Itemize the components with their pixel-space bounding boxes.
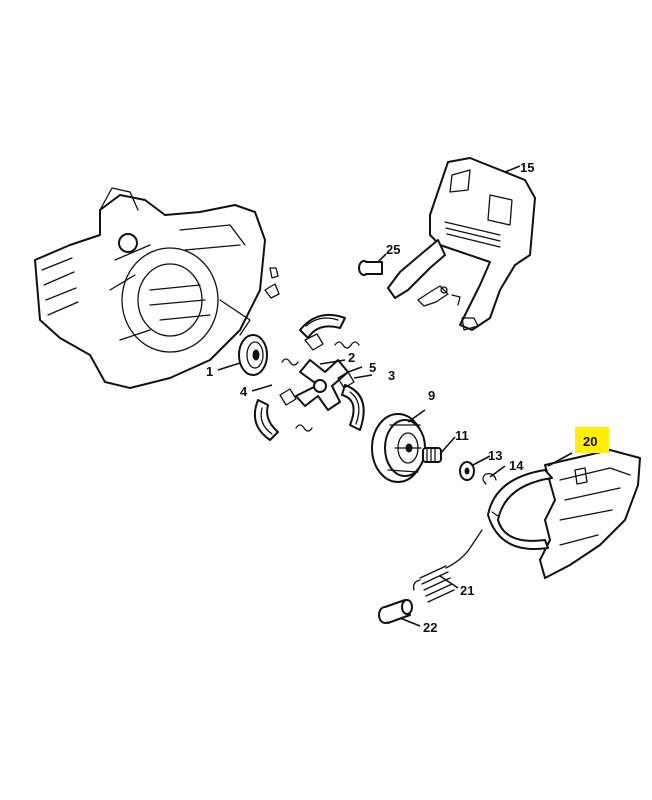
callout-1: 1	[206, 364, 213, 379]
leader-lines	[217, 165, 573, 627]
highlight-box-part-20	[575, 427, 609, 453]
callout-13: 13	[488, 448, 502, 463]
part-14-e-clip	[482, 472, 497, 485]
callout-25: 25	[386, 242, 400, 257]
callout-9: 9	[428, 388, 435, 403]
part-13-washer	[459, 461, 475, 481]
callout-3: 3	[388, 368, 395, 383]
brake-linkage	[417, 285, 461, 307]
part-1-washer	[238, 334, 268, 376]
callout-11: 11	[455, 428, 469, 443]
callout-5: 5	[369, 360, 376, 375]
crankcase-housing	[34, 187, 280, 389]
callout-21: 21	[460, 583, 474, 598]
clutch-shoe-left	[254, 399, 279, 441]
callout-2: 2	[348, 350, 355, 365]
part-20-sprocket-cover	[539, 449, 641, 579]
part-11-needle-bearing	[422, 447, 442, 463]
part-9-clutch-drum	[371, 413, 426, 483]
callout-labels: 1 2 3 4 5 9 11 13 14 15 20 21 22 25	[206, 160, 597, 635]
part-5-clutch-carrier	[279, 333, 355, 411]
part-25-shoulder-screw	[358, 260, 383, 276]
callout-22: 22	[423, 620, 437, 635]
part-15-hand-guard	[387, 157, 536, 331]
callout-4: 4	[240, 384, 248, 399]
part-22-sleeve	[378, 599, 413, 624]
callout-15: 15	[520, 160, 534, 175]
callout-14: 14	[509, 458, 524, 473]
clutch-shoe-top	[299, 314, 346, 339]
callout-20: 20	[583, 434, 597, 449]
part-21-brake-spring	[412, 529, 483, 603]
part-2-clutch-spring	[281, 341, 360, 432]
chain-brake-band	[487, 469, 553, 550]
part-3-clutch-shoe	[341, 384, 365, 431]
